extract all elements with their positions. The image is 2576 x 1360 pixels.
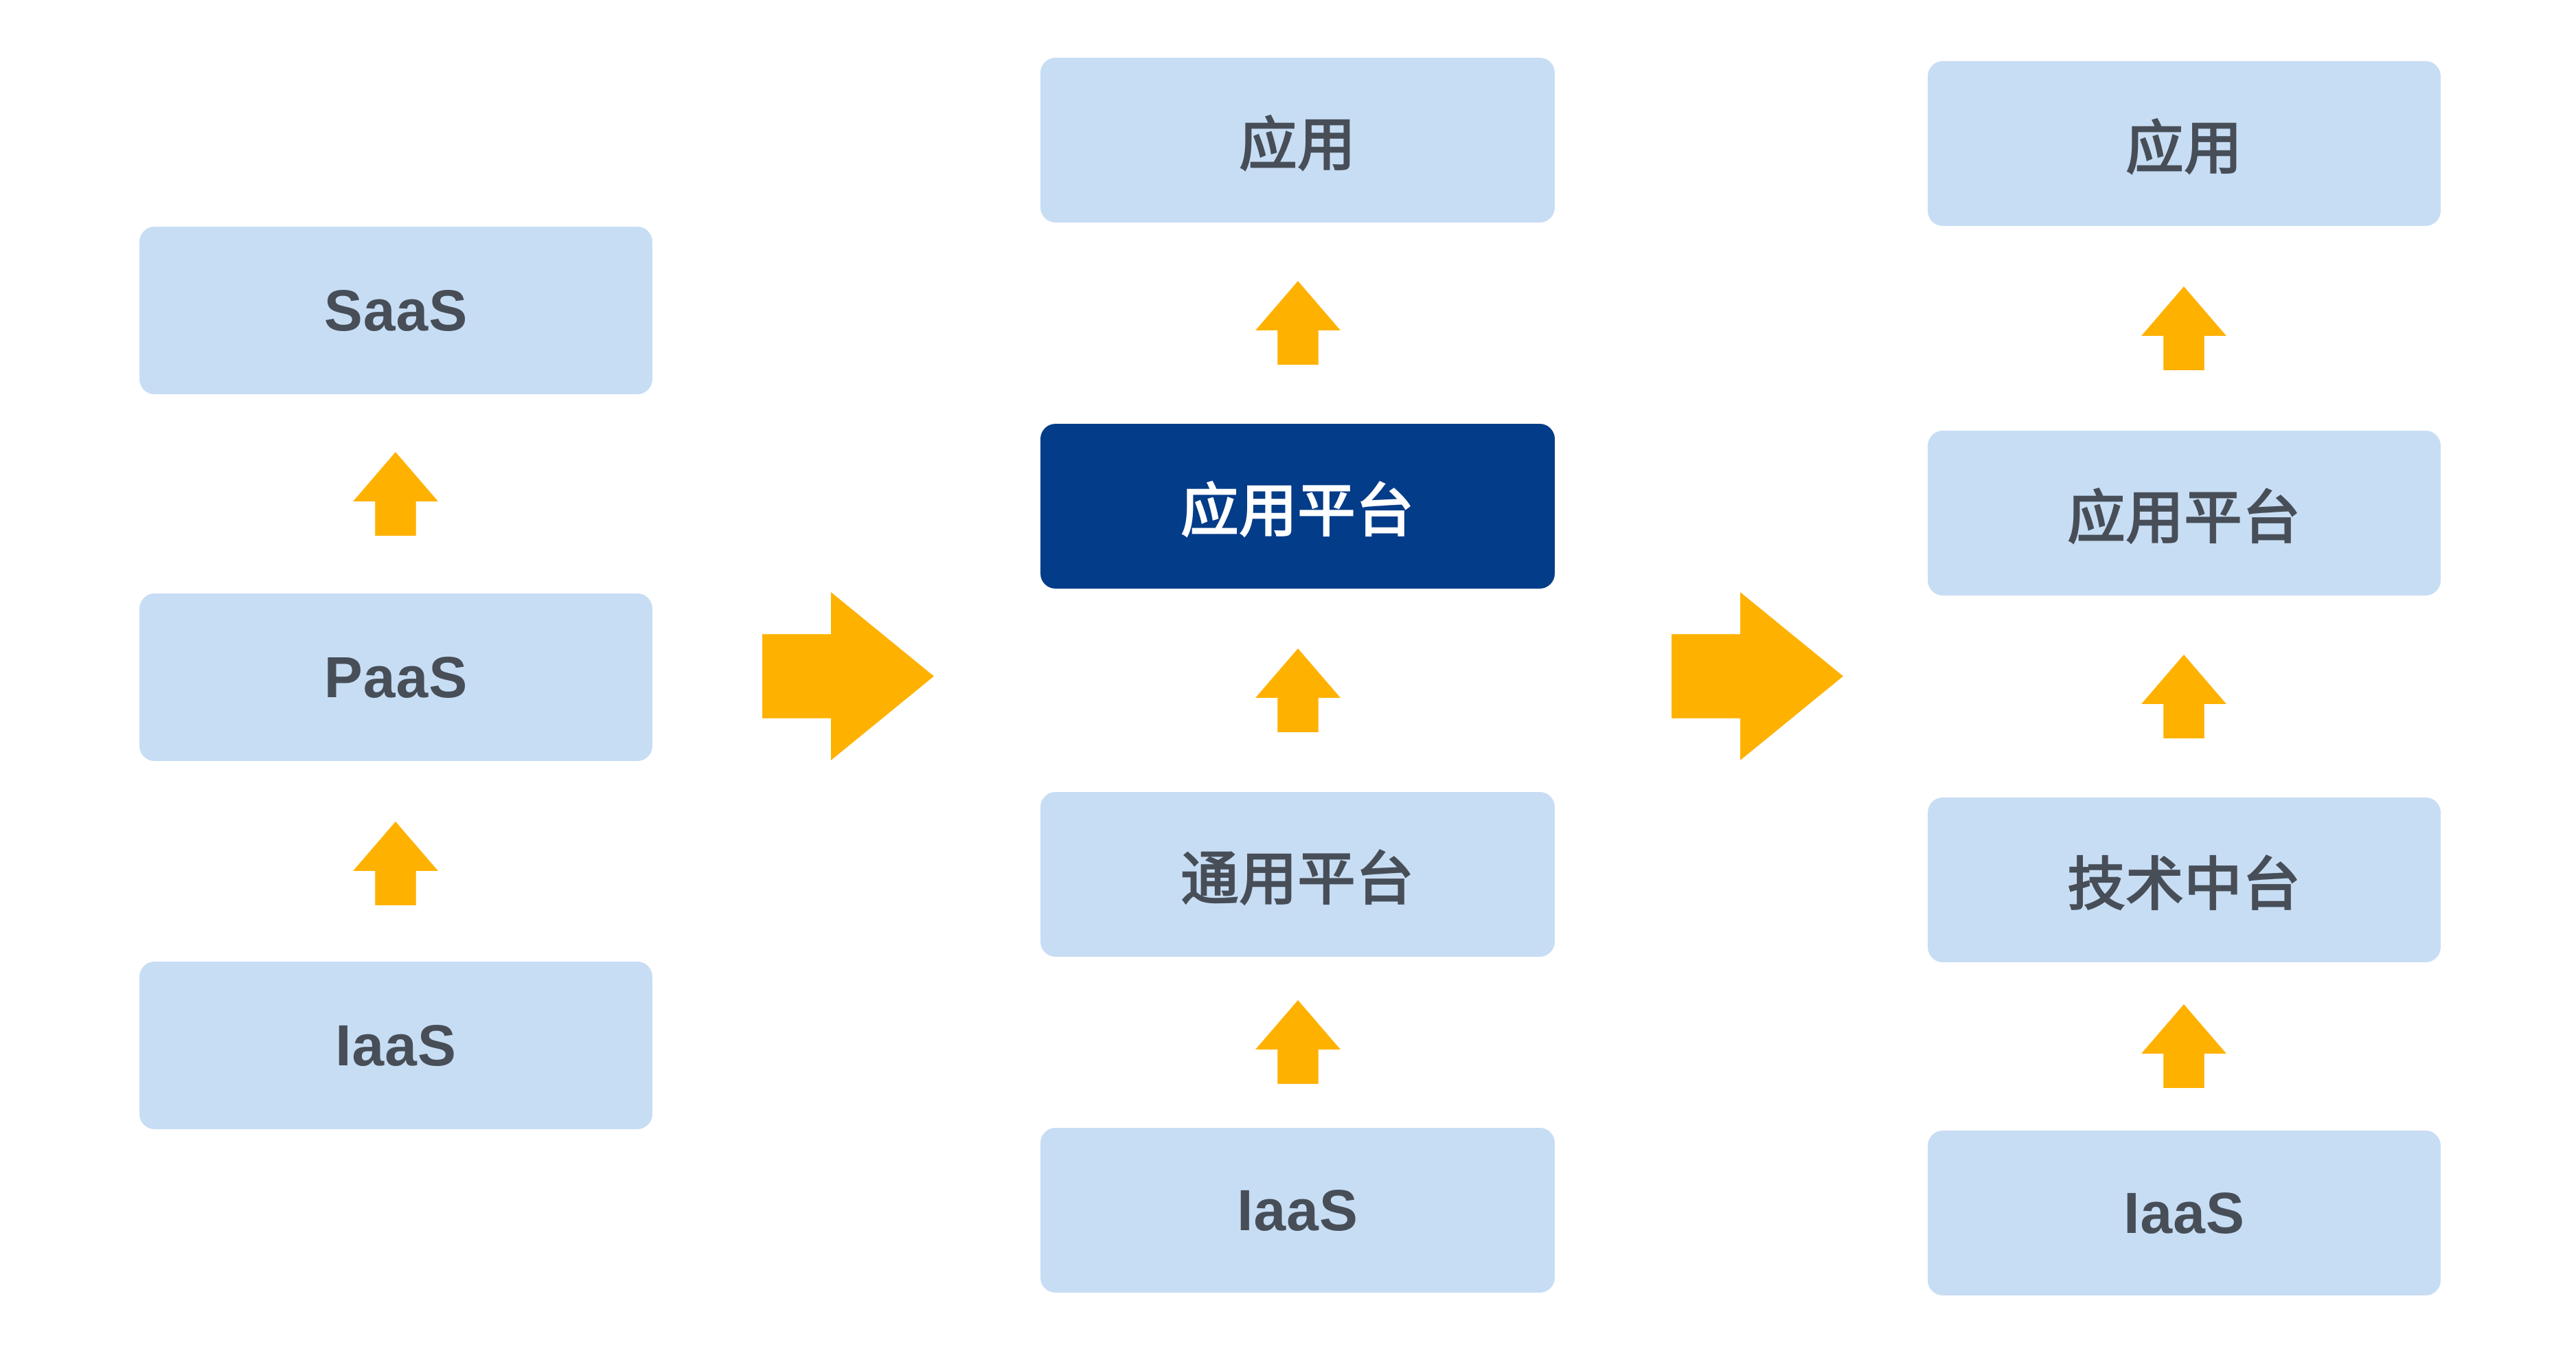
- box-app-middle-label: 应用: [1239, 112, 1356, 177]
- box-general-platform-label: 通用平台: [1181, 846, 1415, 911]
- right-arrow-icon: [1672, 592, 1843, 760]
- box-iaas-right-label: IaaS: [2123, 1180, 2245, 1245]
- box-app-platform-right: 应用平台: [1928, 431, 2441, 596]
- box-saas-label: SaaS: [323, 277, 468, 343]
- box-paas-label: PaaS: [323, 644, 468, 710]
- box-iaas-middle: IaaS: [1040, 1128, 1555, 1293]
- up-arrow-icon: [2141, 1004, 2226, 1088]
- box-tech-middle-platform-label: 技术中台: [2067, 852, 2301, 917]
- up-arrow-icon: [2141, 286, 2226, 370]
- box-tech-middle-platform: 技术中台: [1928, 797, 2441, 962]
- up-arrow-icon: [1255, 281, 1341, 365]
- up-arrow-icon: [353, 821, 438, 905]
- box-iaas-left: IaaS: [139, 962, 652, 1129]
- box-iaas-left-label: IaaS: [335, 1012, 457, 1078]
- up-arrow-icon: [1255, 648, 1341, 732]
- box-app-platform-highlighted-label: 应用平台: [1181, 478, 1415, 543]
- up-arrow-icon: [2141, 655, 2226, 738]
- box-saas: SaaS: [139, 227, 652, 394]
- up-arrow-icon: [353, 452, 438, 536]
- box-app-right-label: 应用: [2125, 115, 2243, 181]
- right-arrow-icon: [762, 592, 934, 760]
- box-app-platform-right-label: 应用平台: [2067, 485, 2301, 550]
- box-iaas-middle-label: IaaS: [1237, 1177, 1358, 1243]
- box-app-middle: 应用: [1040, 58, 1555, 223]
- box-app-right: 应用: [1928, 61, 2441, 226]
- box-app-platform-highlighted: 应用平台: [1040, 424, 1555, 589]
- box-iaas-right: IaaS: [1928, 1131, 2441, 1295]
- box-general-platform: 通用平台: [1040, 792, 1555, 957]
- up-arrow-icon: [1255, 1000, 1341, 1084]
- box-paas: PaaS: [139, 593, 652, 761]
